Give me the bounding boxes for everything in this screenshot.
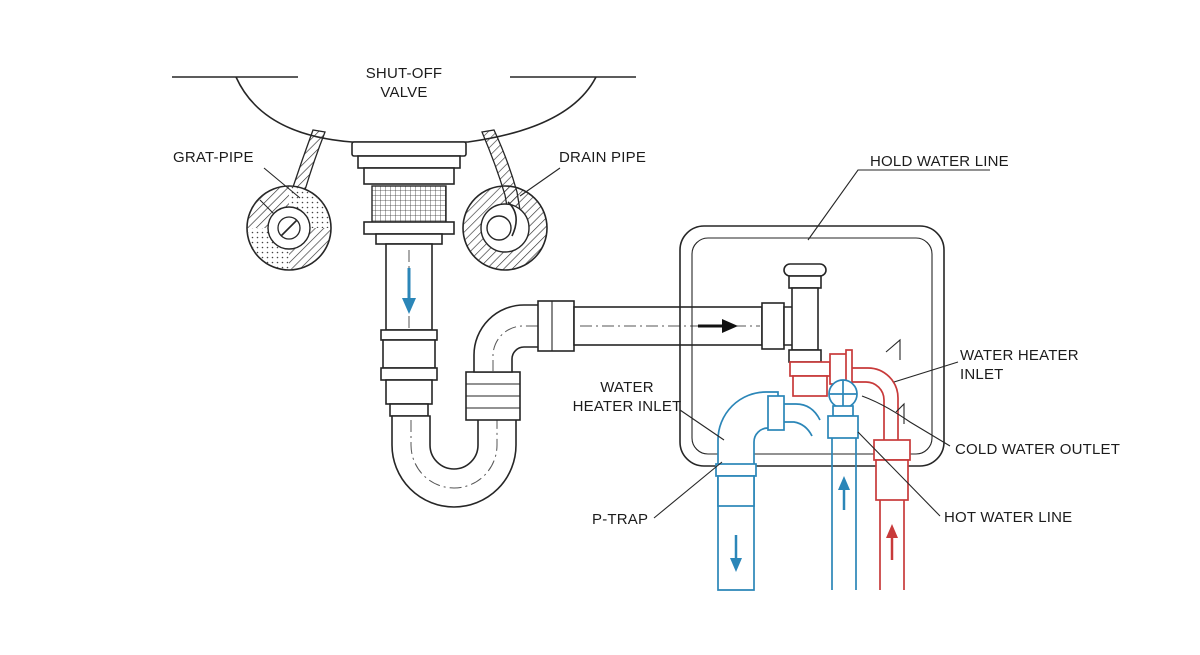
label-drain-pipe: DRAIN PIPE <box>559 149 647 166</box>
left-shutoff-valve <box>246 185 332 271</box>
hot-water-valve <box>789 349 899 440</box>
arrow-up-icon <box>886 524 898 560</box>
horizontal-drain-pipe <box>537 300 807 352</box>
arrow-down-icon <box>402 268 416 314</box>
vent-pipe <box>783 263 827 363</box>
arrow-up-icon <box>838 476 850 510</box>
label-shutoff-valve: SHUT-OFF VALVE <box>344 64 464 102</box>
label-water-heater-inlet-right: WATER HEATER INLET <box>960 346 1079 384</box>
label-cold-water-outlet: COLD WATER OUTLET <box>955 441 1121 458</box>
cabinet-box <box>679 225 945 467</box>
cold-water-supply-line <box>827 379 859 590</box>
label-hold-water-line: HOLD WATER LINE <box>870 153 1009 170</box>
right-shutoff-valve <box>462 185 548 271</box>
label-grat-pipe: GRAT-PIPE <box>173 149 254 166</box>
cold-water-return-line <box>715 391 821 591</box>
label-hot-water-line: HOT WATER LINE <box>944 509 1073 526</box>
label-water-heater-inlet-left-line2: HEATER INLET <box>572 398 682 415</box>
label-water-heater-inlet-right-line2: INLET <box>960 366 1004 383</box>
arrow-down-icon <box>730 535 742 572</box>
label-p-trap: P-TRAP <box>592 511 649 528</box>
leader-lines <box>263 167 990 519</box>
p-trap-pipe <box>391 304 541 508</box>
label-water-heater-inlet-right-line1: WATER HEATER <box>960 347 1079 364</box>
label-shutoff-line2: VALVE <box>380 84 428 101</box>
arrow-right-icon <box>698 319 738 333</box>
label-water-heater-inlet-left-line1: WATER <box>600 379 654 396</box>
label-shutoff-line1: SHUT-OFF <box>365 65 443 82</box>
label-water-heater-inlet-left: WATER HEATER INLET <box>572 378 682 416</box>
